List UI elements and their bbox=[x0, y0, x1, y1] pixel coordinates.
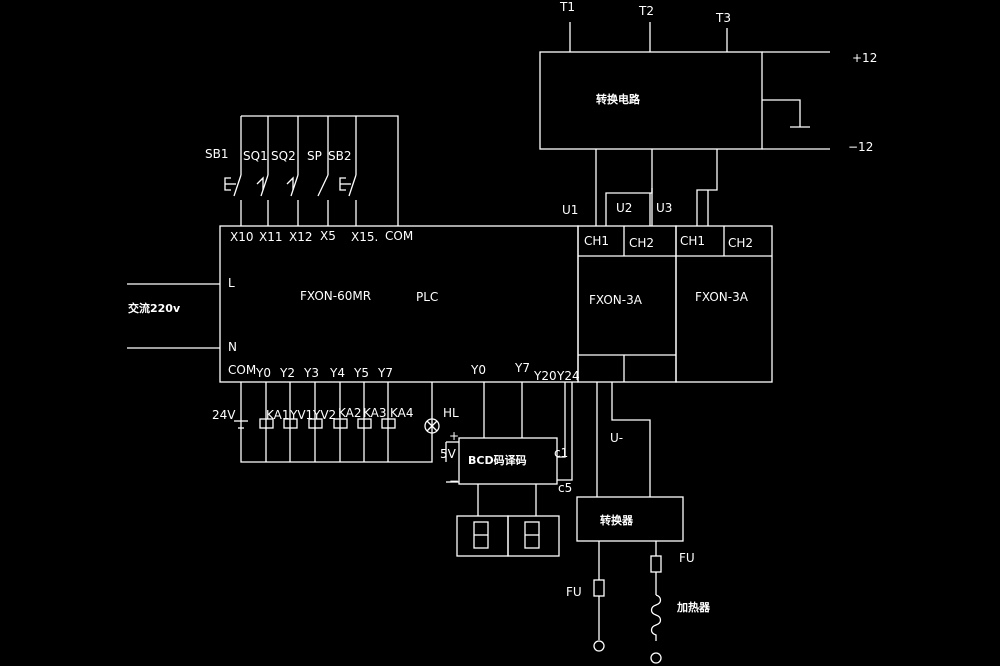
converter-circuit-label: 转换电路 bbox=[596, 92, 641, 106]
output-terminal-label: Y7 bbox=[377, 366, 393, 380]
load-label: YV1 bbox=[289, 408, 313, 422]
supply-negative-label: −12 bbox=[848, 140, 873, 154]
ad-module-label: FXON-3A bbox=[695, 290, 749, 304]
input-terminal-label: X15. bbox=[351, 230, 378, 244]
fuse-label: FU bbox=[566, 585, 582, 599]
switch-label: SB2 bbox=[328, 149, 351, 163]
ad-module-label: FXON-3A bbox=[589, 293, 643, 307]
lamp-label: HL bbox=[443, 406, 459, 420]
line-l-label: L bbox=[228, 276, 235, 290]
dc24-label: 24V bbox=[212, 408, 236, 422]
channel-label: CH1 bbox=[584, 234, 609, 248]
converter-circuit-block: 转换电路 +12 −12 bbox=[539, 51, 877, 154]
input-terminal-label: X5 bbox=[320, 229, 336, 243]
plc-block: FXON-60MR PLC L N X10 X11 X12 X5 X15. CO… bbox=[219, 225, 580, 383]
output-terminal-label: Y0 bbox=[255, 366, 271, 380]
ad-module-2: CH1 CH2 FXON-3A bbox=[675, 225, 773, 383]
signal-label: U2 bbox=[616, 201, 632, 215]
output-terminal-label: Y7 bbox=[514, 361, 530, 375]
output-terminal-label: Y24 bbox=[556, 369, 580, 383]
output-terminal-label: Y5 bbox=[353, 366, 369, 380]
plus-label: + bbox=[449, 429, 459, 443]
switch-label: SQ2 bbox=[271, 149, 296, 163]
output-terminal-label: Y20 bbox=[533, 369, 557, 383]
output-loads: 24V KA1 YV1 YV2 KA2 KA3 KA4 HL bbox=[212, 382, 459, 463]
u-minus-label: U- bbox=[610, 431, 623, 445]
signal-label: U1 bbox=[562, 203, 578, 217]
channel-label: CH2 bbox=[728, 236, 753, 250]
input-switches: SB1 SQ1 SQ2 SP SB2 bbox=[205, 115, 399, 226]
line-n-label: N bbox=[228, 340, 237, 354]
bcd-decoder: 5V + − BCD码译码 c1 c5 bbox=[440, 382, 573, 516]
load-label: KA3 bbox=[363, 406, 387, 420]
switch-label: SQ1 bbox=[243, 149, 268, 163]
input-terminal-label: X10 bbox=[230, 230, 254, 244]
thermocouple-label: T2 bbox=[638, 4, 654, 18]
output-terminal-label: Y2 bbox=[279, 366, 295, 380]
ac-supply: 交流220v bbox=[127, 283, 220, 349]
converter-output-wires: U1 U2 U3 bbox=[562, 149, 718, 226]
input-terminal-label: COM bbox=[385, 229, 413, 243]
load-label: KA2 bbox=[338, 406, 362, 420]
c5-label: c5 bbox=[558, 481, 572, 495]
input-terminal-label: X12 bbox=[289, 230, 313, 244]
output-terminal-label: Y4 bbox=[329, 366, 345, 380]
output-terminal-label: Y3 bbox=[303, 366, 319, 380]
c1-label: c1 bbox=[554, 446, 568, 460]
input-terminal-label: X11 bbox=[259, 230, 283, 244]
dc5-label: 5V bbox=[440, 447, 457, 461]
thermocouple-inputs: T1 T2 T3 bbox=[559, 0, 731, 52]
seven-segment-displays bbox=[456, 515, 560, 557]
load-label: YV2 bbox=[312, 408, 336, 422]
switch-label: SP bbox=[307, 149, 322, 163]
load-label: KA4 bbox=[390, 406, 414, 420]
plc-model-label: FXON-60MR bbox=[300, 289, 371, 303]
thermocouple-label: T1 bbox=[559, 0, 575, 14]
channel-label: CH2 bbox=[629, 236, 654, 250]
heater-label: 加热器 bbox=[676, 600, 711, 614]
supply-positive-label: +12 bbox=[852, 51, 877, 65]
bcd-decoder-label: BCD码译码 bbox=[468, 454, 527, 467]
fuse-label: FU bbox=[679, 551, 695, 565]
output-converter: U- 转换器 bbox=[576, 382, 684, 542]
switch-label: SB1 bbox=[205, 147, 228, 161]
minus-label: − bbox=[449, 474, 459, 488]
ac-supply-label: 交流220v bbox=[128, 301, 181, 315]
load-label: KA1 bbox=[266, 408, 290, 422]
plc-label: PLC bbox=[416, 290, 438, 304]
converter-label: 转换器 bbox=[600, 513, 634, 527]
fuse-heater-circuit: FU FU 加热器 bbox=[566, 541, 711, 664]
channel-label: CH1 bbox=[680, 234, 705, 248]
ad-module-1: CH1 CH2 FXON-3A bbox=[577, 225, 677, 383]
output-terminal-label: Y0 bbox=[470, 363, 486, 377]
thermocouple-label: T3 bbox=[715, 11, 731, 25]
output-terminal-label: COM bbox=[228, 363, 256, 377]
signal-label: U3 bbox=[656, 201, 672, 215]
